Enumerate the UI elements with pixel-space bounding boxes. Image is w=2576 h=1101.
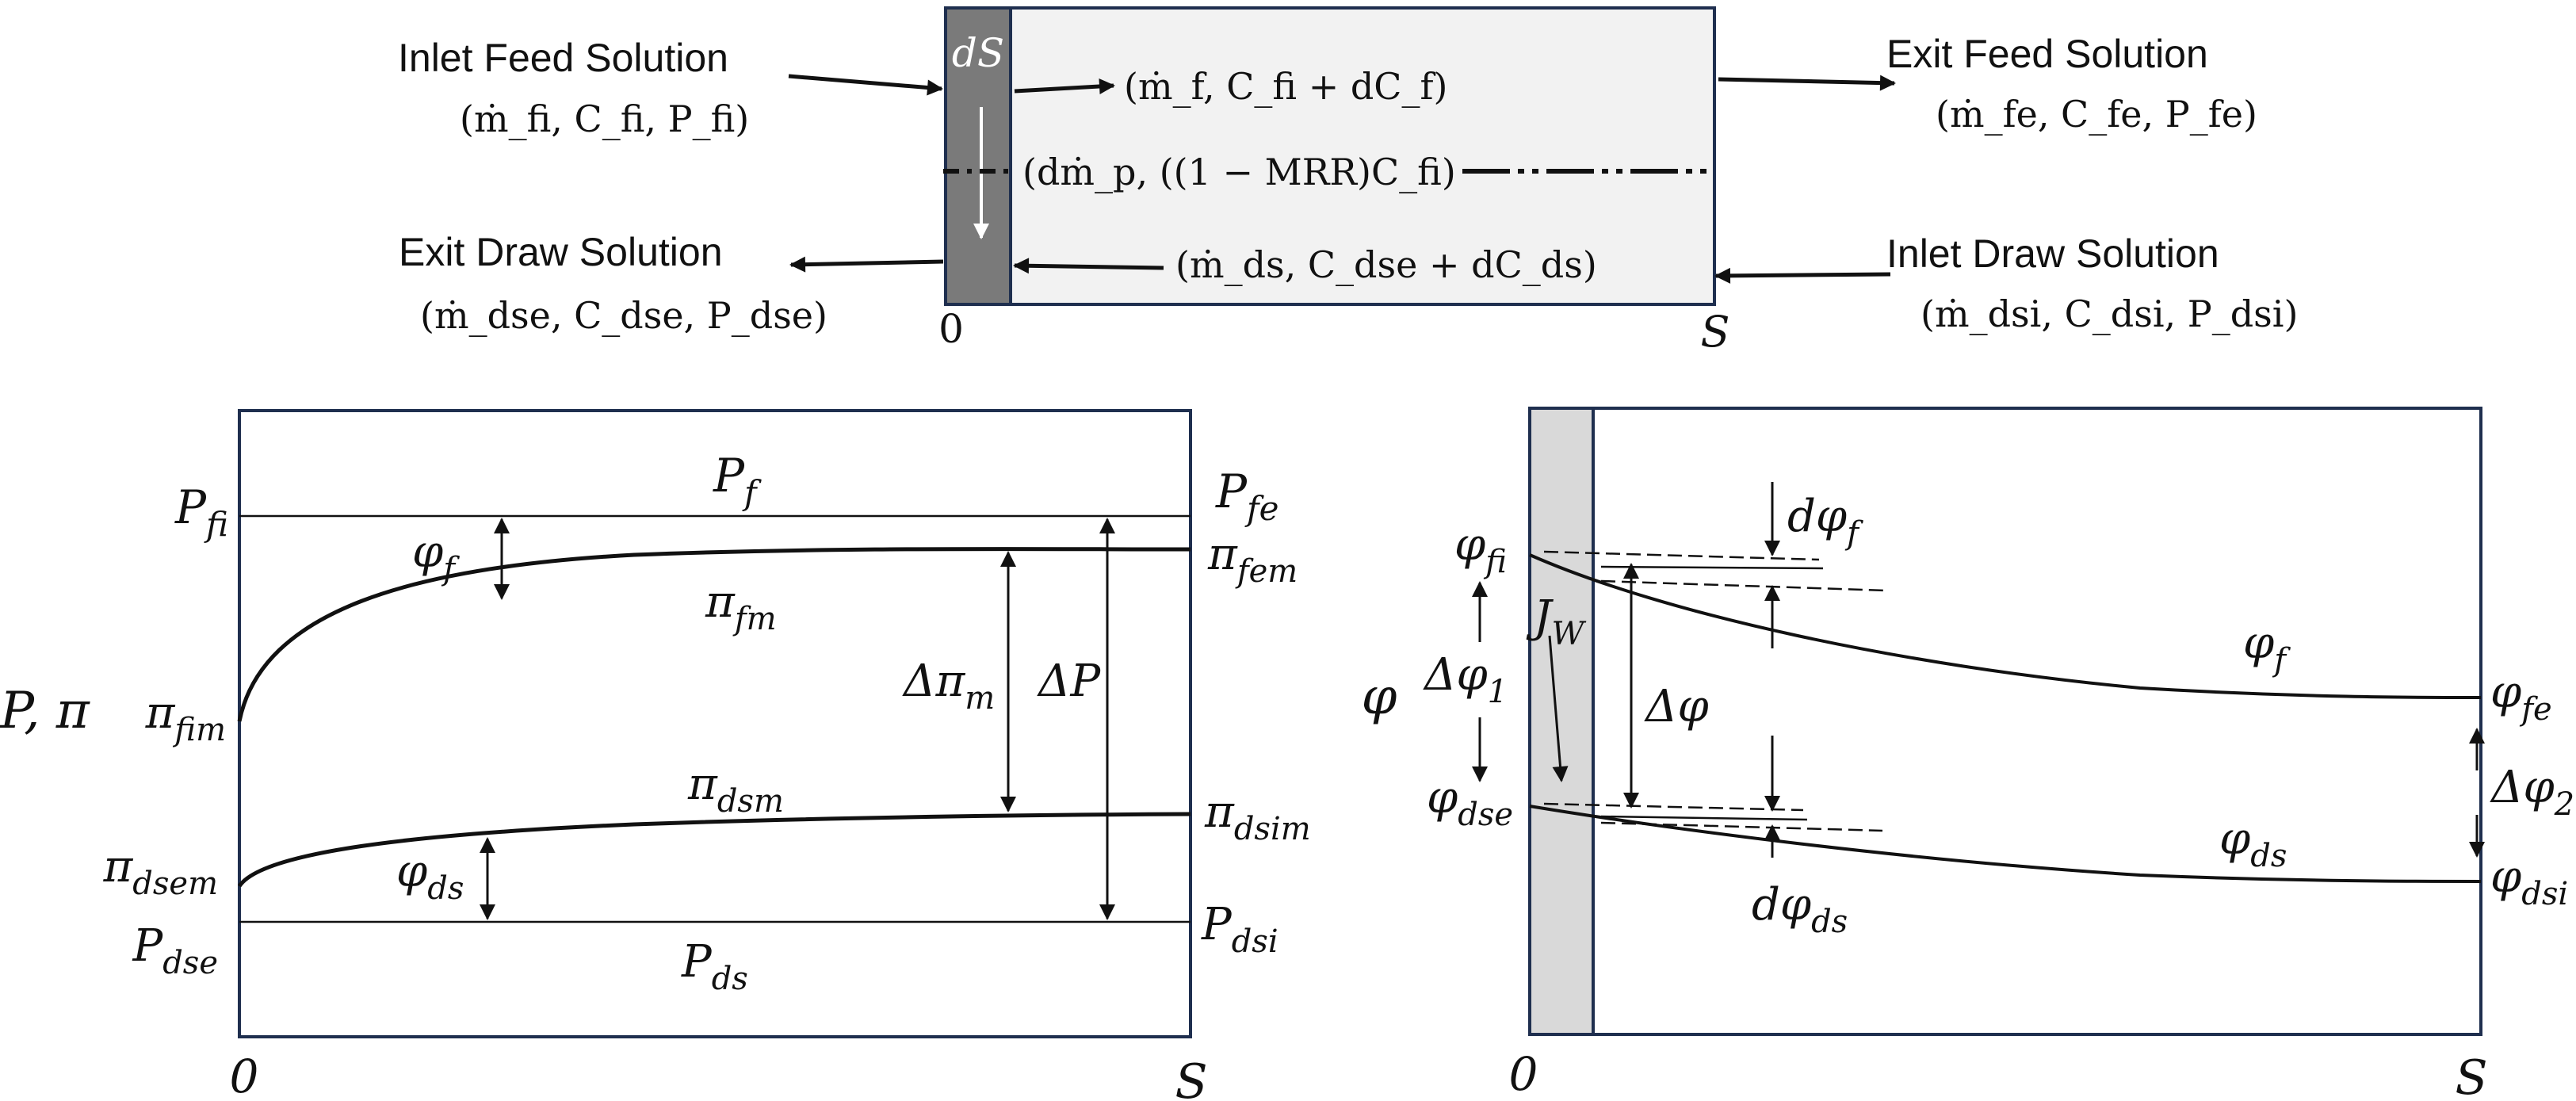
label-phi-dsi: φdsi bbox=[2490, 851, 2568, 912]
label-phi-fi: φfi bbox=[1454, 519, 1507, 580]
channel-schematic: dS Inlet Feed Solution (ṁ_fi, C_fi, P_fi… bbox=[398, 6, 2298, 357]
exit-draw-arrow bbox=[789, 256, 944, 273]
channel-axis-end: S bbox=[1701, 307, 1730, 357]
membrane-strip bbox=[1528, 407, 1595, 1036]
label-P-ds: Pds bbox=[681, 936, 748, 997]
exit-feed-arrow bbox=[1718, 75, 1896, 91]
pi-fm-curve bbox=[237, 547, 1191, 722]
label-phi-dse: φdse bbox=[1427, 772, 1513, 833]
phi-ds-curve bbox=[1529, 805, 2482, 883]
label-pi-fm: πfm bbox=[705, 576, 777, 637]
phi-axis-title: φ bbox=[1362, 667, 1397, 726]
label-phi-fe: φfe bbox=[2490, 667, 2552, 728]
label-P-fi: Pfi bbox=[174, 480, 228, 544]
feed-flow-arrow bbox=[1014, 78, 1115, 94]
dS-label: dS bbox=[952, 30, 1004, 76]
label-P-dsi: Pdsi bbox=[1201, 899, 1278, 960]
exit-draw-vars: (ṁ_dse, C_dse, P_dse) bbox=[420, 294, 827, 337]
exit-draw-title: Exit Draw Solution bbox=[399, 230, 723, 274]
label-d-phi-f: dφf bbox=[1787, 491, 1863, 552]
phi-f-tangent-3 bbox=[1600, 579, 1887, 592]
label-delta-P: ΔP bbox=[1037, 656, 1101, 707]
exit-feed-title: Exit Feed Solution bbox=[1886, 32, 2208, 76]
pressure-plot-frame bbox=[238, 409, 1192, 1038]
label-pi-dsm: πdsm bbox=[687, 759, 784, 820]
pressure-axis-start: 0 bbox=[230, 1049, 259, 1101]
label-delta-phi-2: Δφ2 bbox=[2490, 762, 2574, 823]
phi-ds-tangent-2 bbox=[1600, 815, 1808, 821]
label-pi-fem: πfem bbox=[1207, 529, 1298, 590]
inlet-draw-vars: (ṁ_dsi, C_dsi, P_dsi) bbox=[1921, 292, 2298, 335]
phi-axis-end: S bbox=[2455, 1050, 2487, 1101]
label-phi-ds: φds bbox=[396, 846, 464, 907]
dS-strip bbox=[944, 6, 1012, 306]
pi-dsm-curve bbox=[237, 812, 1191, 888]
inlet-feed-title: Inlet Feed Solution bbox=[398, 36, 728, 80]
label-phi-f-curve: φf bbox=[2243, 617, 2291, 679]
draw-flow-label: (ṁ_ds, C_dse + dC_ds) bbox=[1175, 243, 1597, 286]
label-P-dse: Pdse bbox=[132, 920, 219, 981]
label-d-phi-ds: dφds bbox=[1752, 879, 1848, 940]
inlet-feed-vars: (ṁ_fi, C_fi, P_fi) bbox=[460, 97, 749, 140]
phi-ds-tangent-1 bbox=[1543, 802, 1804, 812]
label-pi-dsem: πdsem bbox=[102, 841, 218, 902]
phi-f-tangent-2 bbox=[1600, 565, 1824, 570]
label-delta-phi-1: Δφ1 bbox=[1423, 649, 1508, 710]
inlet-draw-title: Inlet Draw Solution bbox=[1886, 231, 2219, 276]
phi-f-curve bbox=[1529, 553, 2482, 699]
phi-axis-start: 0 bbox=[1509, 1047, 1538, 1101]
label-delta-phi: Δφ bbox=[1644, 681, 1709, 732]
phi-f-tangent-1 bbox=[1543, 550, 1820, 561]
permeate-flow-label: (dṁ_p, ((1 − MRR)C_fi) bbox=[1022, 151, 1456, 193]
channel-box bbox=[944, 6, 1716, 306]
inlet-draw-arrow bbox=[1714, 267, 1891, 284]
exit-feed-vars: (ṁ_fe, C_fe, P_fe) bbox=[1936, 93, 2257, 136]
feed-flow-label: (ṁ_f, C_fi + dC_f) bbox=[1124, 65, 1447, 108]
draw-flow-arrow bbox=[1013, 258, 1164, 274]
inlet-feed-arrow bbox=[788, 74, 943, 96]
pressure-axis-title: P, π bbox=[0, 682, 90, 740]
channel-axis-start: 0 bbox=[938, 306, 964, 352]
pressure-axis-end: S bbox=[1175, 1054, 1207, 1101]
label-P-fe: Pfe bbox=[1215, 464, 1278, 528]
label-pi-fim: πfim bbox=[145, 687, 226, 748]
Jw-arrow bbox=[1548, 635, 1569, 782]
label-pi-dsim: πdsim bbox=[1204, 786, 1311, 847]
label-delta-pi-m: Δπm bbox=[902, 656, 995, 717]
label-phi-ds-curve: φds bbox=[2219, 813, 2287, 874]
label-P-f: Pf bbox=[713, 449, 762, 512]
phi-ds-tangent-3 bbox=[1600, 821, 1883, 832]
